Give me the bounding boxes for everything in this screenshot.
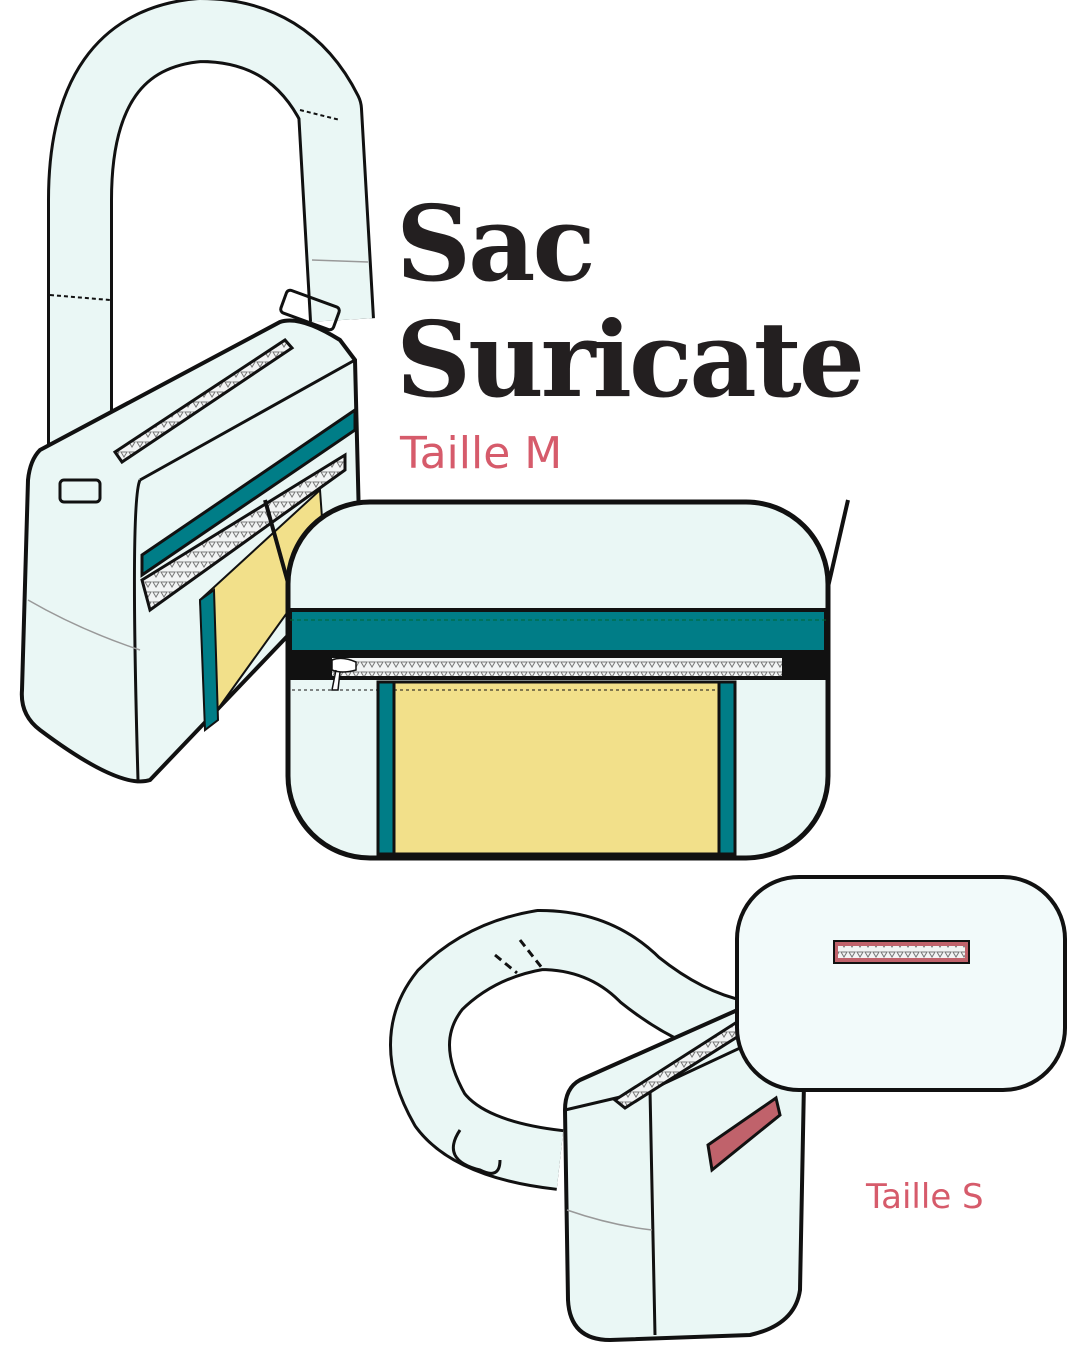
- size-label-medium: Taille M: [400, 428, 563, 479]
- teal-strip-left: [376, 680, 396, 856]
- title-line-2: Suricate: [396, 298, 865, 421]
- teal-band: [288, 608, 828, 654]
- small-bag-bottom-seam: [566, 1209, 653, 1231]
- belt-strap-break: [494, 939, 544, 975]
- medium-bag-front-view: [263, 499, 850, 861]
- bag-front-edge: [132, 479, 142, 781]
- belt-strap: [392, 911, 747, 1188]
- strap-buckle-lower: [58, 478, 102, 504]
- small-bag-front-view: [735, 875, 1067, 1092]
- shoulder-strap: [50, 0, 372, 560]
- zipper-top: [112, 338, 295, 465]
- yellow-pocket: [392, 680, 721, 856]
- strap-seam: [311, 259, 369, 263]
- strap-stitch-line: [49, 294, 111, 301]
- size-label-small: Taille S: [866, 1177, 984, 1217]
- medium-bag-angled-view: [19, 0, 375, 784]
- teal-strip-angled: [198, 588, 220, 732]
- teal-strip-right: [717, 680, 737, 856]
- small-bag-angled-view: [389, 908, 808, 1343]
- strap-buckle-upper: [279, 288, 341, 332]
- front-zipper-angled: [140, 452, 347, 613]
- small-bag-front-panel: [735, 875, 1067, 1092]
- belt-clip: [451, 1129, 502, 1175]
- front-zipper: [332, 658, 782, 676]
- bag-top-edge: [139, 358, 356, 482]
- strap-end-left: [263, 499, 292, 591]
- title-line-1: Sac: [396, 182, 596, 305]
- bag-bottom-seam: [27, 599, 141, 651]
- small-front-zipper-teeth: [838, 946, 965, 958]
- small-side-zipper: [706, 1095, 782, 1173]
- teal-band-angled: [140, 407, 357, 578]
